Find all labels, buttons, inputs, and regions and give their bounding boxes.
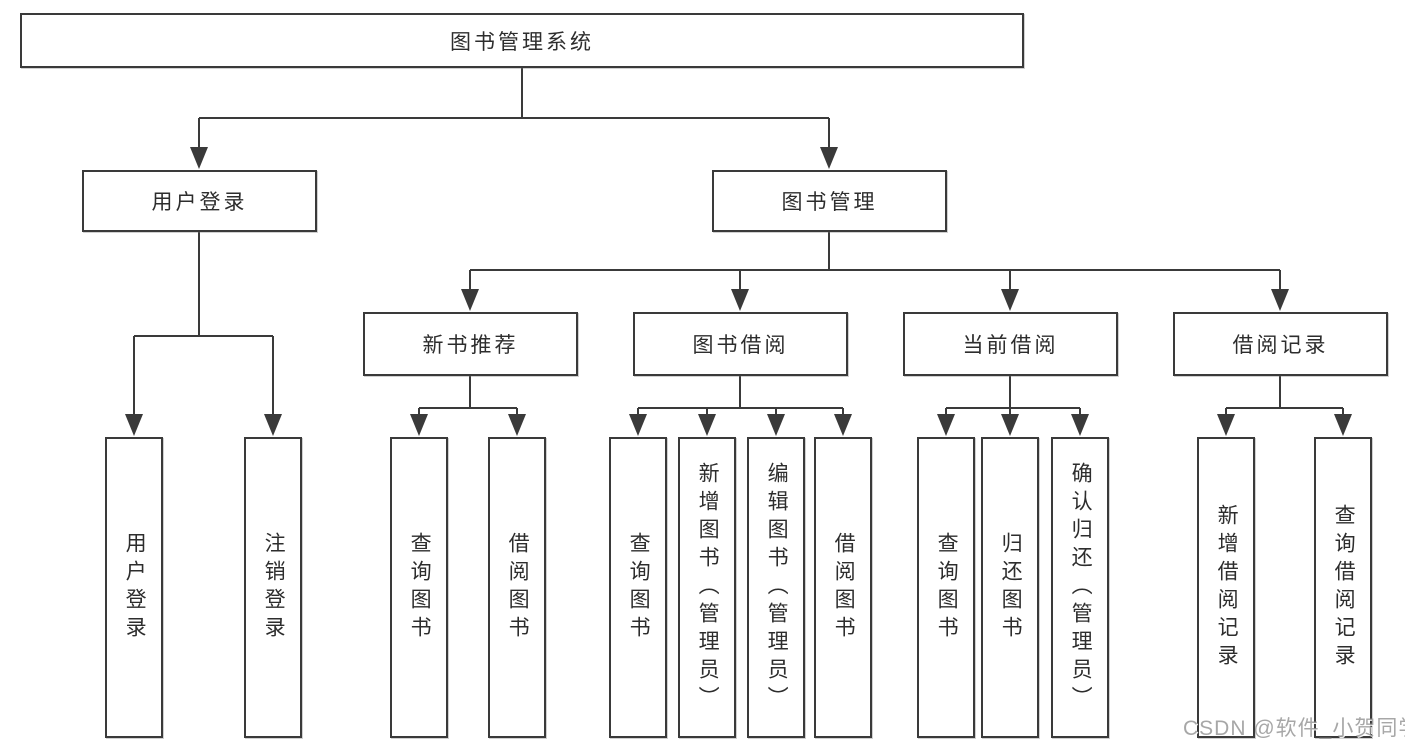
arrowhead bbox=[767, 414, 785, 436]
node-leaf-confirm-return-admin: 确认归还（管理员） bbox=[1051, 437, 1109, 738]
csdn-watermark: CSDN @软件_小贺同学 bbox=[1183, 717, 1405, 740]
node-library-management-system: 图书管理系统 bbox=[20, 13, 1024, 68]
node-new-book-recommendation: 新书推荐 bbox=[363, 312, 578, 376]
arrowhead bbox=[698, 414, 716, 436]
node-user-login: 用户登录 bbox=[82, 170, 317, 232]
arrowhead bbox=[1217, 414, 1235, 436]
node-current-borrowing: 当前借阅 bbox=[903, 312, 1118, 376]
node-borrowing-records: 借阅记录 bbox=[1173, 312, 1388, 376]
arrowhead bbox=[1271, 289, 1289, 311]
node-label: 编辑图书（管理员） bbox=[765, 461, 789, 714]
node-label: 新增借阅记录 bbox=[1215, 503, 1239, 672]
node-label: 新增图书（管理员） bbox=[696, 461, 720, 714]
arrowhead bbox=[820, 147, 838, 169]
arrowhead bbox=[629, 414, 647, 436]
node-leaf-search-books-recommend: 查询图书 bbox=[390, 437, 448, 738]
node-label: 借阅图书 bbox=[506, 531, 530, 644]
node-label: 查询图书 bbox=[408, 531, 432, 644]
node-label: 当前借阅 bbox=[962, 334, 1059, 357]
node-label: 确认归还（管理员） bbox=[1069, 461, 1093, 714]
node-leaf-add-borrow-record: 新增借阅记录 bbox=[1197, 437, 1255, 738]
node-label: 借阅记录 bbox=[1232, 334, 1329, 357]
node-leaf-search-borrow-record: 查询借阅记录 bbox=[1314, 437, 1372, 738]
node-label: 借阅图书 bbox=[832, 531, 856, 644]
arrowhead bbox=[461, 289, 479, 311]
node-label: 新书推荐 bbox=[422, 334, 519, 357]
connector-segments bbox=[133, 68, 1344, 416]
arrowhead bbox=[190, 147, 208, 169]
node-leaf-borrow-books: 借阅图书 bbox=[814, 437, 872, 738]
arrowhead bbox=[264, 414, 282, 436]
arrowhead bbox=[410, 414, 428, 436]
arrowhead bbox=[1001, 289, 1019, 311]
node-leaf-add-book-admin: 新增图书（管理员） bbox=[678, 437, 736, 738]
node-leaf-search-books-current: 查询图书 bbox=[917, 437, 975, 738]
arrowhead bbox=[834, 414, 852, 436]
node-leaf-search-books-borrowing: 查询图书 bbox=[609, 437, 667, 738]
node-leaf-edit-book-admin: 编辑图书（管理员） bbox=[747, 437, 805, 738]
arrowhead bbox=[1071, 414, 1089, 436]
node-label: 注销登录 bbox=[262, 531, 286, 644]
node-label: 图书借阅 bbox=[692, 334, 789, 357]
node-label: 用户登录 bbox=[123, 531, 147, 644]
node-leaf-user-login: 用户登录 bbox=[105, 437, 163, 738]
arrowhead bbox=[1001, 414, 1019, 436]
node-book-borrowing: 图书借阅 bbox=[633, 312, 848, 376]
node-book-management: 图书管理 bbox=[712, 170, 947, 232]
node-label: 查询图书 bbox=[627, 531, 651, 644]
node-label: 用户登录 bbox=[151, 191, 248, 214]
node-leaf-logout: 注销登录 bbox=[244, 437, 302, 738]
arrowhead bbox=[125, 414, 143, 436]
arrowhead bbox=[508, 414, 526, 436]
arrowhead bbox=[731, 289, 749, 311]
node-leaf-return-books: 归还图书 bbox=[981, 437, 1039, 738]
node-label: 图书管理系统 bbox=[450, 30, 594, 54]
arrowheads bbox=[125, 147, 1352, 436]
node-label: 归还图书 bbox=[999, 531, 1023, 644]
arrowhead bbox=[1334, 414, 1352, 436]
node-leaf-borrow-books-recommend: 借阅图书 bbox=[488, 437, 546, 738]
node-label: 查询图书 bbox=[935, 531, 959, 644]
node-label: 图书管理 bbox=[781, 191, 878, 214]
arrowhead bbox=[937, 414, 955, 436]
node-label: 查询借阅记录 bbox=[1332, 503, 1356, 672]
